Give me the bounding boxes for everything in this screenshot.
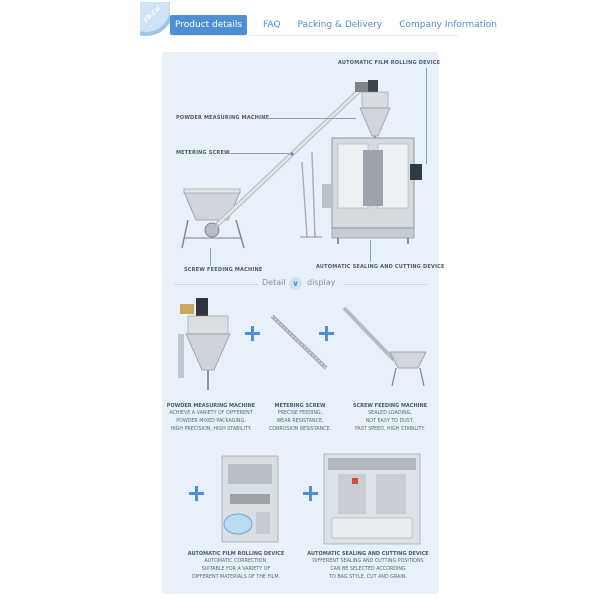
label-film-rolling-device: AUTOMATIC FILM ROLLING DEVICE <box>338 60 441 66</box>
brand-corner-badge: JDZH . <box>140 2 170 36</box>
product-tabs: Product details FAQ Packing & Delivery C… <box>170 14 497 36</box>
powder-measuring-machine-photo <box>178 298 231 390</box>
caption-metering-screw: METERING SCREW PRECISE FEEDING, WEAR RES… <box>268 403 332 432</box>
screw-feeding-machine-illustration <box>181 188 245 249</box>
powder-measuring-machine-illustration <box>359 80 391 144</box>
product-detail-panel: AUTOMATIC FILM ROLLING DEVICE POWDER MEA… <box>162 52 444 594</box>
label-metering-screw: METERING SCREW <box>176 150 230 156</box>
packaging-line-illustration <box>181 80 422 249</box>
plus-icon-2 <box>319 326 334 341</box>
chevron-down-icon: ∨ <box>289 277 302 290</box>
plus-icon-1 <box>245 326 260 341</box>
label-screw-feeding: SCREW FEEDING MACHINE <box>184 267 263 273</box>
caption-sealing-cutting: AUTOMATIC SEALING AND CUTTING DEVICE DIF… <box>307 551 429 580</box>
divider-word-display: display <box>307 278 336 287</box>
tab-faq[interactable]: FAQ <box>263 19 281 30</box>
caption-screw-feeding: SCREW FEEDING MACHINE SEALED LOADING, NO… <box>352 403 428 432</box>
caption-film-rolling: AUTOMATIC FILM ROLLING DEVICE AUTOMATIC … <box>187 551 285 580</box>
divider-word-detail: Detail <box>262 278 286 287</box>
tab-product-details[interactable]: Product details <box>170 14 248 35</box>
film-rolling-device-photo <box>221 455 279 543</box>
tab-company-information[interactable]: Company Information <box>399 19 497 30</box>
sealing-cutting-device-photo <box>323 453 421 545</box>
label-powder-measuring: POWDER MEASURING MACHINE <box>176 115 270 121</box>
label-sealing-cutting: AUTOMATIC SEALING AND CUTTING DEVICE <box>316 264 445 270</box>
plus-icon-4 <box>303 486 318 501</box>
detail-display-divider: Detail ∨ display <box>162 277 439 291</box>
metering-screw-conveyor-illustration <box>215 82 373 238</box>
metering-screw-photo <box>270 314 328 370</box>
tab-packing-delivery[interactable]: Packing & Delivery <box>297 19 383 30</box>
vertical-packing-machine-body <box>322 137 422 244</box>
caption-powder-measuring: POWDER MEASURING MACHINE ACHIEVE A VARIE… <box>166 403 256 432</box>
screw-feeding-machine-photo <box>342 306 427 387</box>
plus-icon-3 <box>189 486 204 501</box>
